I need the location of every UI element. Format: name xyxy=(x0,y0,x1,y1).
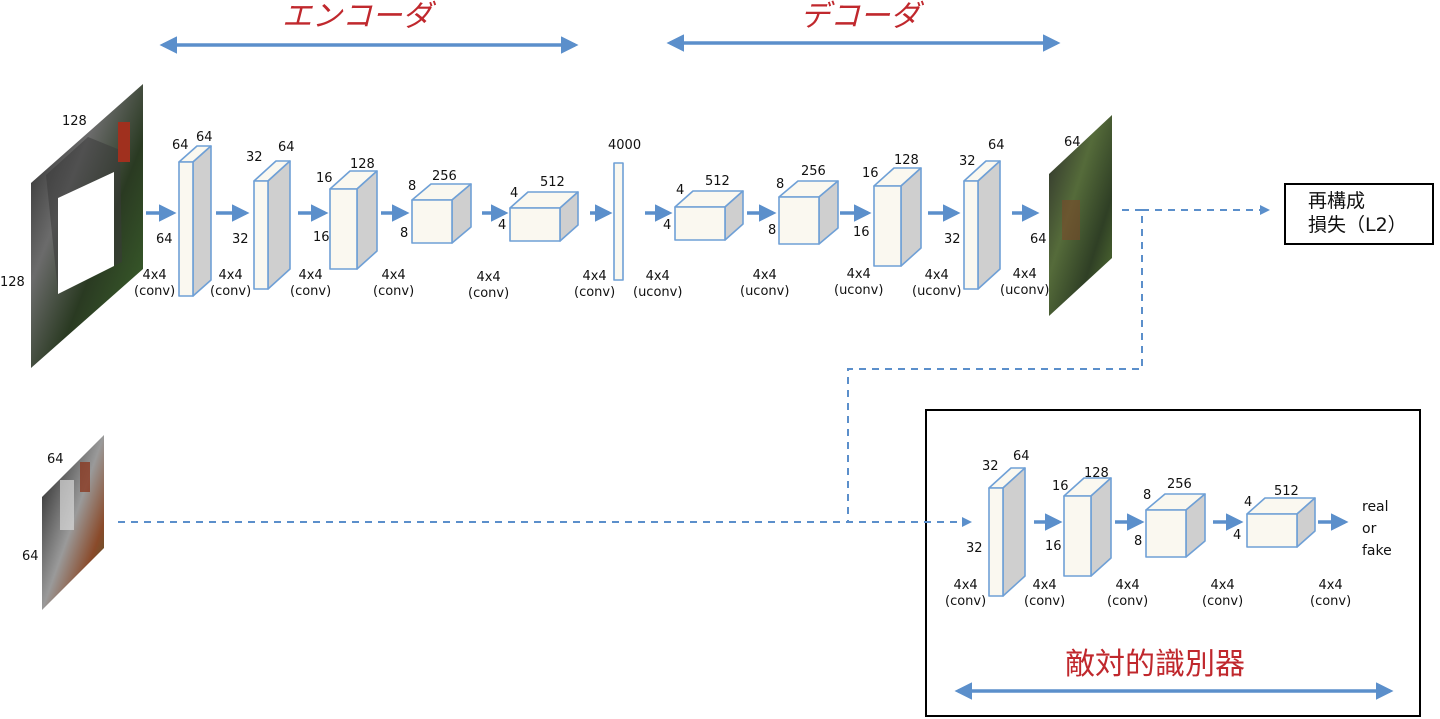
enc5-channels-label: 512 xyxy=(540,175,565,190)
disc-op-4: 4x4(conv) xyxy=(1202,578,1244,609)
reconstruction-loss-box: 再構成 損失（L2） xyxy=(1284,183,1434,245)
output-width-label: 64 xyxy=(1064,135,1081,150)
dec4-channels-label: 64 xyxy=(988,138,1005,153)
dec2-width-label: 8 xyxy=(776,177,785,192)
dec-op-1: 4x4(uconv) xyxy=(633,269,683,300)
input-image xyxy=(31,84,143,368)
disc-op-2: 4x4(conv) xyxy=(1024,578,1066,609)
enc3-height-label: 16 xyxy=(313,230,330,245)
dec1-height-label: 4 xyxy=(663,218,672,233)
output-image xyxy=(1049,115,1112,316)
enc1-height-label: 64 xyxy=(156,232,173,247)
output-label-real: real xyxy=(1362,499,1389,515)
dec2-height-label: 8 xyxy=(768,223,777,238)
encoder-block-5 xyxy=(509,191,579,242)
bottleneck-channels-label: 4000 xyxy=(608,138,642,153)
dec-op-4: 4x4(uconv) xyxy=(912,268,962,299)
flow-arrows-layer xyxy=(146,204,1349,531)
enc3-width-label: 16 xyxy=(316,171,333,186)
discriminator-block-1 xyxy=(988,467,1026,597)
enc4-width-label: 8 xyxy=(408,179,417,194)
bottleneck-bar xyxy=(613,162,624,281)
enc3-channels-label: 128 xyxy=(350,157,375,172)
disc1-channels-label: 64 xyxy=(1013,449,1030,464)
loss-line-2: 損失（L2） xyxy=(1308,214,1407,236)
discriminator-title: 敵対的識別器 xyxy=(1065,647,1245,682)
discriminator-block-2 xyxy=(1063,477,1112,577)
enc5-width-label: 4 xyxy=(510,186,519,201)
enc2-height-label: 32 xyxy=(232,232,249,247)
disc3-width-label: 8 xyxy=(1143,488,1152,503)
dec3-channels-label: 128 xyxy=(894,153,919,168)
decoder-block-2 xyxy=(778,180,839,245)
disc3-channels-label: 256 xyxy=(1167,477,1192,492)
input-width-label: 128 xyxy=(62,114,87,129)
dec1-channels-label: 512 xyxy=(705,174,730,189)
encoder-title: エンコーダ xyxy=(282,0,432,34)
enc-op-6: 4x4(conv) xyxy=(574,269,616,300)
disc2-height-label: 16 xyxy=(1045,539,1062,554)
disc-op-1: 4x4(conv) xyxy=(945,578,987,609)
blocks-layer xyxy=(178,145,1316,597)
output-height-label: 64 xyxy=(1030,232,1047,247)
disc2-channels-label: 128 xyxy=(1084,466,1109,481)
disc-op-3: 4x4(conv) xyxy=(1107,578,1149,609)
dec3-width-label: 16 xyxy=(862,166,879,181)
enc-op-4: 4x4(conv) xyxy=(373,268,415,299)
context-height-label: 64 xyxy=(22,549,39,564)
decoder-block-4 xyxy=(963,160,1001,290)
encoder-block-4 xyxy=(411,183,472,244)
disc1-width-label: 32 xyxy=(982,459,999,474)
dec-op-5: 4x4(uconv) xyxy=(1000,267,1050,298)
disc3-height-label: 8 xyxy=(1134,534,1143,549)
decoder-title: デコーダ xyxy=(800,0,920,34)
dec-op-2: 4x4(uconv) xyxy=(740,268,790,299)
encoder-block-1 xyxy=(178,145,212,297)
disc-op-5: 4x4(conv) xyxy=(1310,578,1352,609)
disc4-channels-label: 512 xyxy=(1274,484,1299,499)
dec4-width-label: 32 xyxy=(959,154,976,169)
dec2-channels-label: 256 xyxy=(801,164,826,179)
encoder-block-3 xyxy=(329,170,378,270)
dec3-height-label: 16 xyxy=(853,225,870,240)
disc2-width-label: 16 xyxy=(1052,479,1069,494)
discriminator-frame xyxy=(925,409,1421,717)
output-label-fake: fake xyxy=(1362,543,1392,559)
decoder-block-1 xyxy=(674,190,744,241)
disc4-height-label: 4 xyxy=(1233,528,1242,543)
disc1-height-label: 32 xyxy=(966,541,983,556)
enc-op-1: 4x4(conv) xyxy=(134,268,176,299)
discriminator-block-4 xyxy=(1246,497,1316,548)
enc-op-2: 4x4(conv) xyxy=(210,268,252,299)
enc4-height-label: 8 xyxy=(400,226,409,241)
masked-region xyxy=(58,172,114,294)
decoder-block-3 xyxy=(873,167,922,267)
encoder-block-2 xyxy=(253,160,291,290)
enc-op-3: 4x4(conv) xyxy=(290,268,332,299)
enc2-channels-label: 64 xyxy=(278,140,295,155)
loss-line-1: 再構成 xyxy=(1308,190,1366,212)
context-image xyxy=(42,435,104,610)
dashed-connectors xyxy=(118,205,1270,527)
dec-op-3: 4x4(uconv) xyxy=(834,267,884,298)
enc4-channels-label: 256 xyxy=(432,169,457,184)
enc-op-5: 4x4(conv) xyxy=(468,270,510,301)
enc1-width-label: 64 xyxy=(172,138,189,153)
dec1-width-label: 4 xyxy=(676,183,685,198)
output-label-or: or xyxy=(1362,521,1377,537)
discriminator-block-3 xyxy=(1145,493,1206,558)
enc5-height-label: 4 xyxy=(498,218,507,233)
output-decision: real or fake xyxy=(1362,496,1392,562)
context-width-label: 64 xyxy=(47,452,64,467)
disc4-width-label: 4 xyxy=(1244,495,1253,510)
input-height-label: 128 xyxy=(0,275,25,290)
enc1-channels-label: 64 xyxy=(196,130,213,145)
dec4-height-label: 32 xyxy=(944,232,961,247)
enc2-width-label: 32 xyxy=(246,150,263,165)
